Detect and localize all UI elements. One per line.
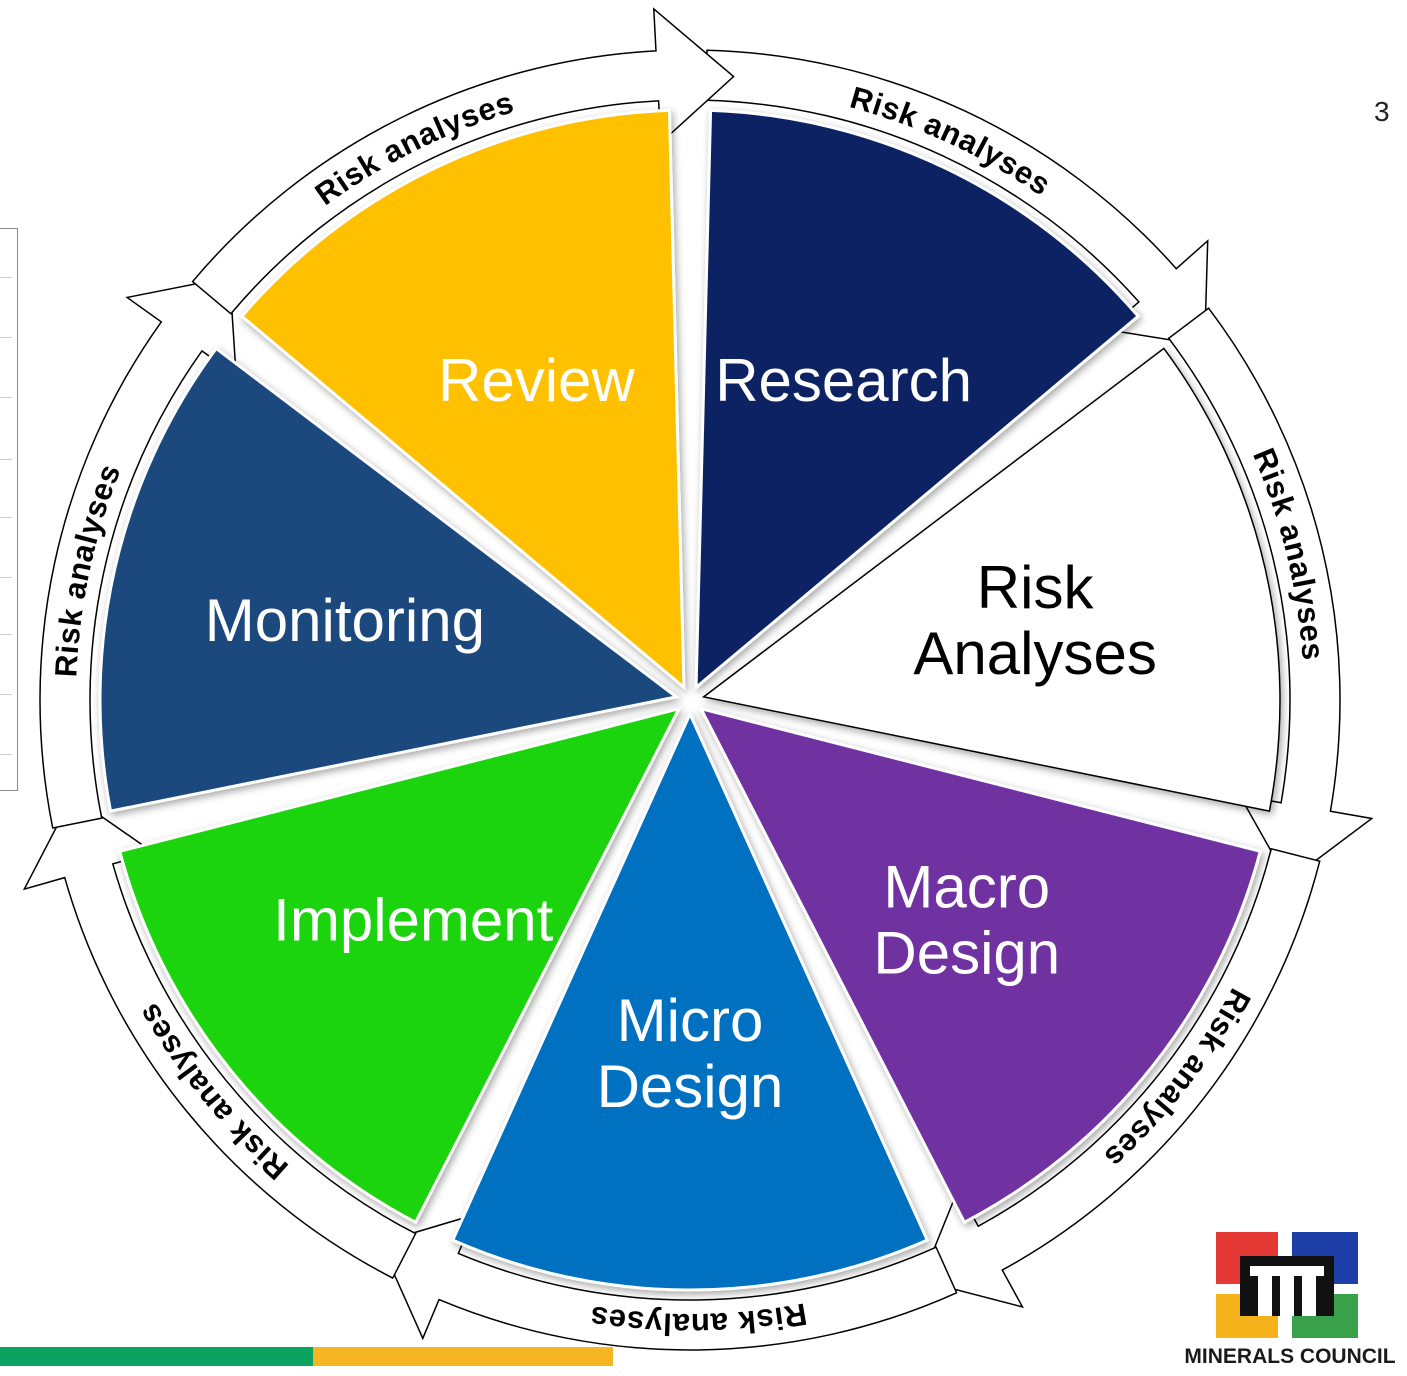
- segment-implement: [117, 706, 682, 1225]
- page-number: 3: [1374, 96, 1390, 127]
- footer-bar-green: [0, 1347, 313, 1366]
- logo-notch: [1258, 1274, 1272, 1316]
- cycle-arrow-review: [191, 7, 735, 315]
- segment-label-research: Research: [715, 347, 972, 414]
- table-rule: [0, 337, 12, 338]
- minerals-council-logo: [1180, 1230, 1400, 1370]
- segment-label-implement: Implement: [273, 887, 553, 954]
- logo-notch: [1302, 1274, 1316, 1316]
- logo-notch: [1280, 1274, 1294, 1316]
- segment-risk-analyses: [701, 347, 1281, 813]
- table-rule: [0, 459, 12, 460]
- table-rule: [0, 277, 12, 278]
- table-rule: [0, 577, 12, 578]
- table-rule: [0, 397, 12, 398]
- segment-monitoring: [98, 346, 680, 813]
- segment-research: [694, 108, 1141, 691]
- logo-caption: MINERALS COUNCIL: [1184, 1345, 1396, 1368]
- side-table-fragment: [0, 228, 18, 791]
- segment-review: [239, 108, 686, 691]
- segment-micro-design: [450, 710, 930, 1292]
- logo-bar: [1250, 1266, 1324, 1276]
- table-rule: [0, 517, 12, 518]
- table-rule: [0, 694, 12, 695]
- segment-ring: [98, 108, 1281, 1292]
- segment-label-review: Review: [438, 347, 635, 414]
- logo-mark-icon: [1216, 1232, 1358, 1338]
- table-rule: [0, 634, 12, 635]
- table-rule: [0, 754, 12, 755]
- segment-label-monitoring: Monitoring: [205, 587, 485, 654]
- footer-bar-orange: [313, 1347, 613, 1366]
- segment-macro-design: [698, 706, 1263, 1225]
